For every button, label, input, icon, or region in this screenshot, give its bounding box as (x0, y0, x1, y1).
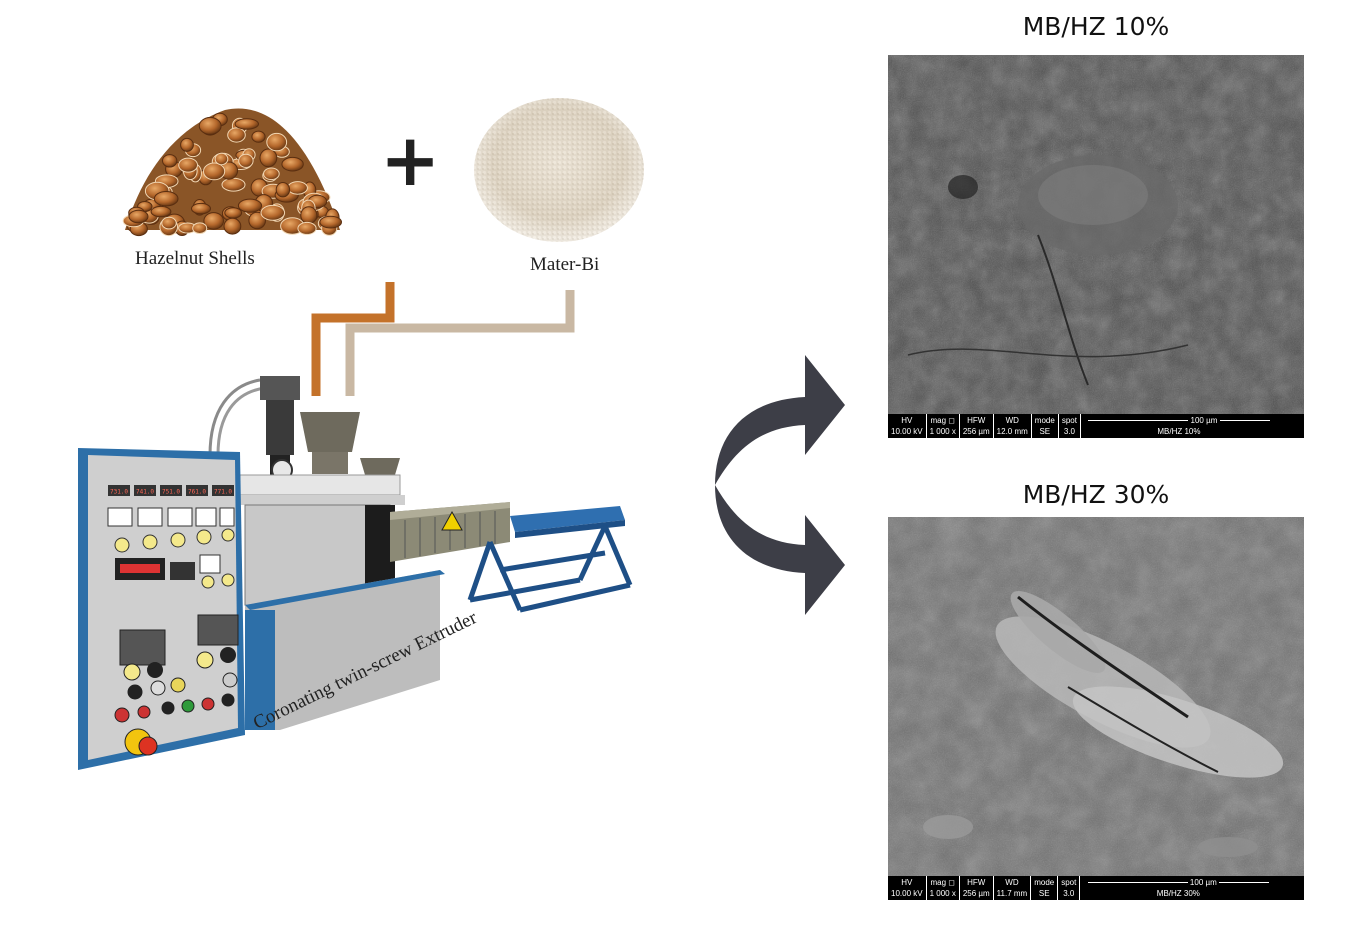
sem-scale: 100 µm MB/HZ 30% (1080, 876, 1277, 900)
hazelnut-feed-line (311, 282, 395, 396)
panel-readout (160, 485, 182, 496)
plus-symbol: + (380, 118, 441, 202)
up-arrow (715, 355, 845, 485)
sem-title-30: MB/HZ 30% (1022, 480, 1170, 509)
panel-readout-text: 761.0 (188, 489, 206, 496)
hazelnut-shells-image (120, 90, 345, 240)
mater-bi-image (472, 95, 647, 245)
materbi-feed-line (345, 290, 575, 396)
panel-readout-text: 741.0 (136, 489, 154, 496)
sem-title-10: MB/HZ 10% (1022, 12, 1170, 41)
panel-readout (108, 485, 130, 496)
panel-readout (186, 485, 208, 496)
sem-mag: mag ◻1 000 x (926, 414, 960, 438)
panel-readout (134, 485, 156, 496)
panel-readout-text: 731.0 (110, 489, 128, 496)
mater-bi-label: Mater-Bi (530, 254, 600, 275)
panel-readout-text: 751.0 (162, 489, 180, 496)
sem-mag: mag ◻1 000 x (926, 876, 960, 900)
sem-scale: 100 µm MB/HZ 10% (1080, 414, 1277, 438)
extruder-illustration: 731.0 741.0 751.0 761.0 771.0 (60, 280, 660, 800)
down-arrow (715, 485, 845, 615)
panel-readout-text: 771.0 (214, 489, 232, 496)
panel-readout (212, 485, 234, 496)
branch-arrows (705, 345, 855, 625)
hazelnut-shells-label: Hazelnut Shells (135, 248, 255, 269)
